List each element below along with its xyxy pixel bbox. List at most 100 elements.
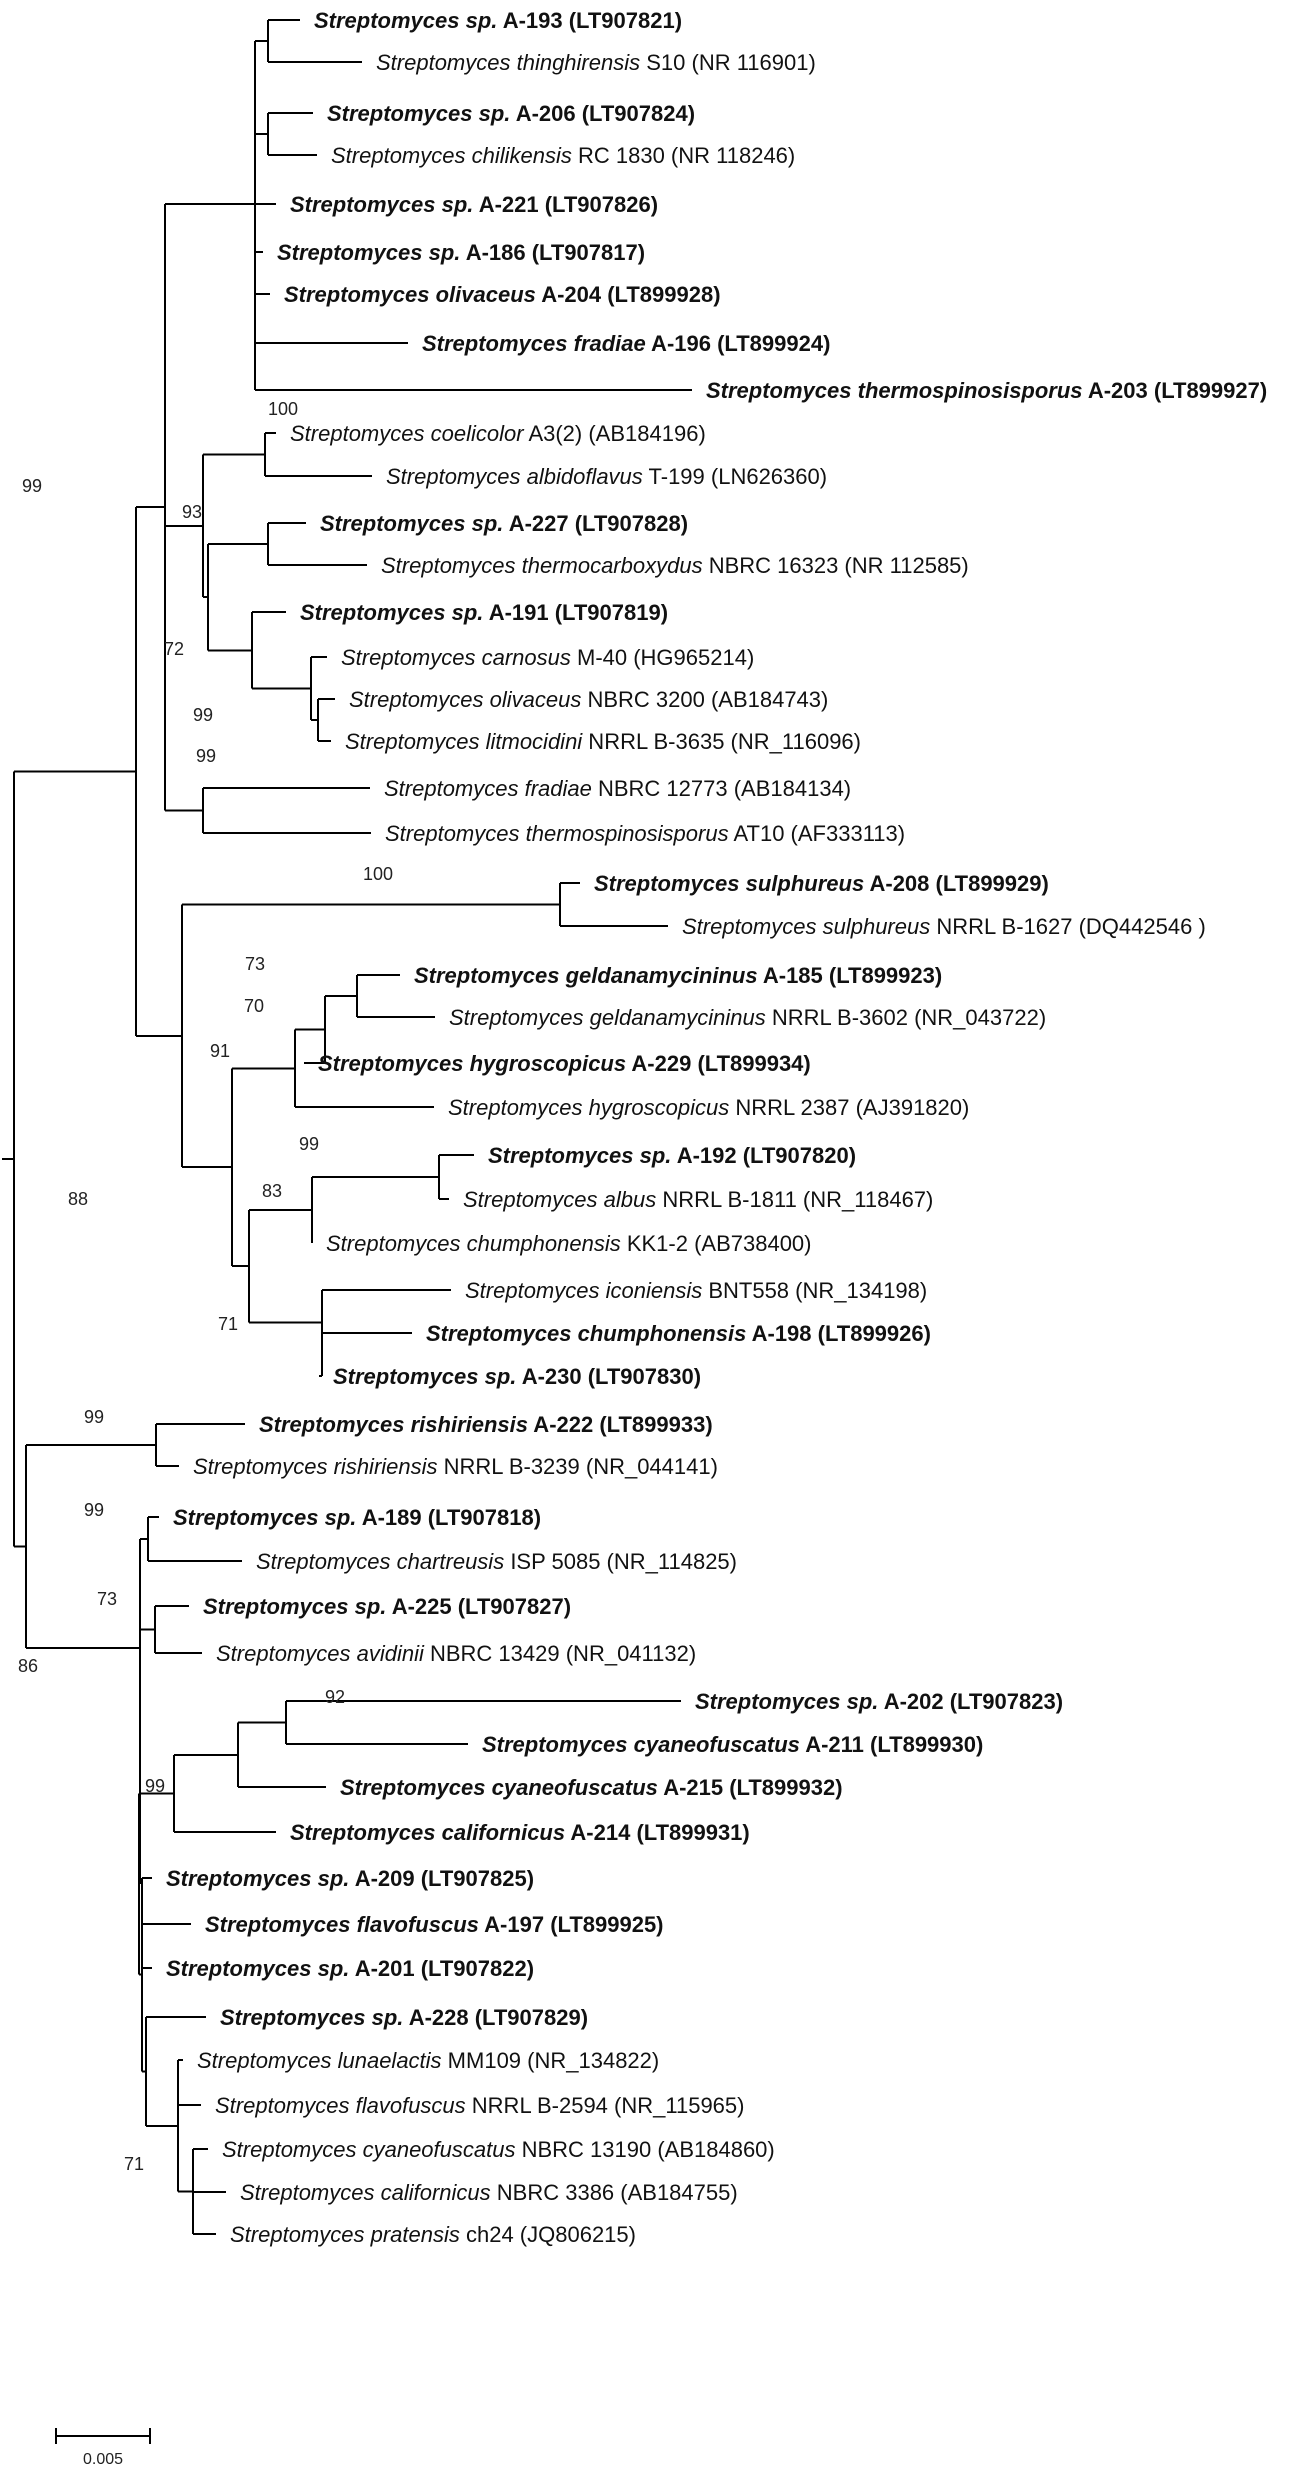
bootstrap-value: 92	[325, 1687, 345, 1707]
leaf-taxon-name: Streptomyces cyaneofuscatus	[222, 2137, 515, 2162]
bootstrap-value: 83	[262, 1181, 282, 1201]
leaf-strain-accession: NRRL B-3635 (NR_116096)	[582, 729, 861, 754]
leaf-strain-accession: A-201 (LT907822)	[349, 1956, 534, 1981]
leaf-taxon-name: Streptomyces sulphureus	[682, 914, 930, 939]
leaf-taxon-name: Streptomyces californicus	[240, 2180, 491, 2205]
bootstrap-value: 91	[210, 1041, 230, 1061]
leaf-label: Streptomyces sp. A-230 (LT907830)	[333, 1364, 701, 1389]
leaf-strain-accession: NBRC 3386 (AB184755)	[491, 2180, 738, 2205]
leaf-label: Streptomyces thermospinosisporus AT10 (A…	[385, 821, 905, 846]
leaf-taxon-name: Streptomyces sp.	[314, 8, 497, 33]
leaf-strain-accession: A-225 (LT907827)	[386, 1594, 571, 1619]
bootstrap-value: 72	[164, 639, 184, 659]
leaf-taxon-name: Streptomyces albidoflavus	[386, 464, 643, 489]
leaf-taxon-name: Streptomyces olivaceus	[349, 687, 581, 712]
leaf-taxon-name: Streptomyces sp.	[333, 1364, 516, 1389]
leaf-taxon-name: Streptomyces thermospinosisporus	[385, 821, 729, 846]
leaf-taxon-name: Streptomyces cyaneofuscatus	[340, 1775, 658, 1800]
bootstrap-value: 93	[182, 502, 202, 522]
leaf-label: Streptomyces lunaelactis MM109 (NR_13482…	[197, 2048, 659, 2073]
leaf-taxon-name: Streptomyces hygroscopicus	[448, 1095, 729, 1120]
leaf-label: Streptomyces chartreusis ISP 5085 (NR_11…	[256, 1549, 737, 1574]
leaf-strain-accession: AT10 (AF333113)	[729, 821, 906, 846]
leaf-label: Streptomyces albidoflavus T-199 (LN62636…	[386, 464, 827, 489]
bootstrap-value: 99	[84, 1500, 104, 1520]
leaf-strain-accession: NBRC 13429 (NR_041132)	[424, 1641, 696, 1666]
leaf-label: Streptomyces sulphureus A-208 (LT899929)	[594, 871, 1049, 896]
bootstrap-value: 99	[145, 1776, 165, 1796]
leaf-taxon-name: Streptomyces chilikensis	[331, 143, 572, 168]
leaf-label: Streptomyces sp. A-186 (LT907817)	[277, 240, 645, 265]
leaf-strain-accession: A-230 (LT907830)	[516, 1364, 701, 1389]
leaf-strain-accession: A-211 (LT899930)	[800, 1732, 983, 1757]
leaf-taxon-name: Streptomyces thinghirensis	[376, 50, 640, 75]
leaf-strain-accession: NRRL B-2594 (NR_115965)	[466, 2093, 745, 2118]
leaf-label: Streptomyces albus NRRL B-1811 (NR_11846…	[463, 1187, 933, 1212]
leaf-label: Streptomyces sp. A-191 (LT907819)	[300, 600, 668, 625]
leaf-strain-accession: A-192 (LT907820)	[671, 1143, 856, 1168]
leaf-taxon-name: Streptomyces sp.	[166, 1866, 349, 1891]
leaf-label: Streptomyces avidinii NBRC 13429 (NR_041…	[216, 1641, 696, 1666]
leaf-taxon-name: Streptomyces sp.	[173, 1505, 356, 1530]
leaf-strain-accession: A-197 (LT899925)	[479, 1912, 664, 1937]
leaf-label: Streptomyces sp. A-201 (LT907822)	[166, 1956, 534, 1981]
leaf-strain-accession: MM109 (NR_134822)	[442, 2048, 660, 2073]
leaf-strain-accession: A-214 (LT899931)	[565, 1820, 750, 1845]
scale-bar-label: 0.005	[83, 2451, 123, 2468]
leaf-label: Streptomyces cyaneofuscatus A-211 (LT899…	[482, 1732, 983, 1757]
leaf-taxon-name: Streptomyces chartreusis	[256, 1549, 504, 1574]
leaf-taxon-name: Streptomyces sp.	[277, 240, 460, 265]
leaf-label: Streptomyces sp. A-225 (LT907827)	[203, 1594, 571, 1619]
leaf-label: Streptomyces olivaceus A-204 (LT899928)	[284, 282, 721, 307]
leaf-label: Streptomyces carnosus M-40 (HG965214)	[341, 645, 754, 670]
leaf-label: Streptomyces cyaneofuscatus NBRC 13190 (…	[222, 2137, 775, 2162]
leaf-strain-accession: A-227 (LT907828)	[503, 511, 688, 536]
leaf-label: Streptomyces thinghirensis S10 (NR 11690…	[376, 50, 816, 75]
leaf-label: Streptomyces geldanamycininus A-185 (LT8…	[414, 963, 942, 988]
leaf-taxon-name: Streptomyces sulphureus	[594, 871, 864, 896]
leaf-label: Streptomyces chilikensis RC 1830 (NR 118…	[331, 143, 795, 168]
bootstrap-value: 99	[299, 1134, 319, 1154]
leaf-strain-accession: A-206 (LT907824)	[510, 101, 695, 126]
leaf-taxon-name: Streptomyces chumphonensis	[326, 1231, 621, 1256]
leaf-strain-accession: NBRC 13190 (AB184860)	[515, 2137, 774, 2162]
leaf-strain-accession: A-228 (LT907829)	[403, 2005, 588, 2030]
leaf-label: Streptomyces flavofuscus A-197 (LT899925…	[205, 1912, 664, 1937]
leaf-taxon-name: Streptomyces geldanamycininus	[449, 1005, 766, 1030]
leaf-taxon-name: Streptomyces sp.	[220, 2005, 403, 2030]
leaf-label: Streptomyces iconiensis BNT558 (NR_13419…	[465, 1278, 927, 1303]
leaf-taxon-name: Streptomyces sp.	[327, 101, 510, 126]
leaf-strain-accession: ch24 (JQ806215)	[460, 2222, 636, 2247]
bootstrap-value: 71	[124, 2154, 144, 2174]
leaf-strain-accession: A-202 (LT907823)	[878, 1689, 1063, 1714]
bootstrap-value: 99	[84, 1407, 104, 1427]
bootstrap-value: 70	[244, 996, 264, 1016]
leaf-taxon-name: Streptomyces sp.	[488, 1143, 671, 1168]
leaf-strain-accession: NBRC 16323 (NR 112585)	[703, 553, 969, 578]
leaf-taxon-name: Streptomyces thermospinosisporus	[706, 378, 1083, 403]
leaf-label: Streptomyces sp. A-209 (LT907825)	[166, 1866, 534, 1891]
leaf-strain-accession: A-222 (LT899933)	[528, 1412, 713, 1437]
leaf-taxon-name: Streptomyces californicus	[290, 1820, 565, 1845]
leaf-strain-accession: NRRL B-3239 (NR_044141)	[438, 1454, 718, 1479]
leaf-strain-accession: BNT558 (NR_134198)	[702, 1278, 927, 1303]
leaf-taxon-name: Streptomyces fradiae	[384, 776, 592, 801]
leaf-label: Streptomyces californicus NBRC 3386 (AB1…	[240, 2180, 738, 2205]
leaf-taxon-name: Streptomyces fradiae	[422, 331, 646, 356]
leaf-label: Streptomyces sp. A-202 (LT907823)	[695, 1689, 1063, 1714]
leaf-strain-accession: A-208 (LT899929)	[864, 871, 1049, 896]
leaf-taxon-name: Streptomyces sp.	[166, 1956, 349, 1981]
leaf-taxon-name: Streptomyces sp.	[203, 1594, 386, 1619]
leaf-taxon-name: Streptomyces litmocidini	[345, 729, 583, 754]
leaf-taxon-name: Streptomyces carnosus	[341, 645, 571, 670]
leaf-strain-accession: NRRL B-1627 (DQ442546 )	[930, 914, 1206, 939]
leaf-label: Streptomyces litmocidini NRRL B-3635 (NR…	[345, 729, 861, 754]
leaf-taxon-name: Streptomyces olivaceus	[284, 282, 536, 307]
leaf-strain-accession: KK1-2 (AB738400)	[621, 1231, 812, 1256]
leaf-strain-accession: A-209 (LT907825)	[349, 1866, 534, 1891]
bootstrap-labels: 1009372999999100737091998371889999739299…	[18, 399, 393, 2174]
leaf-strain-accession: M-40 (HG965214)	[571, 645, 754, 670]
leaf-strain-accession: NRRL B-3602 (NR_043722)	[766, 1005, 1046, 1030]
leaf-strain-accession: A-221 (LT907826)	[473, 192, 658, 217]
